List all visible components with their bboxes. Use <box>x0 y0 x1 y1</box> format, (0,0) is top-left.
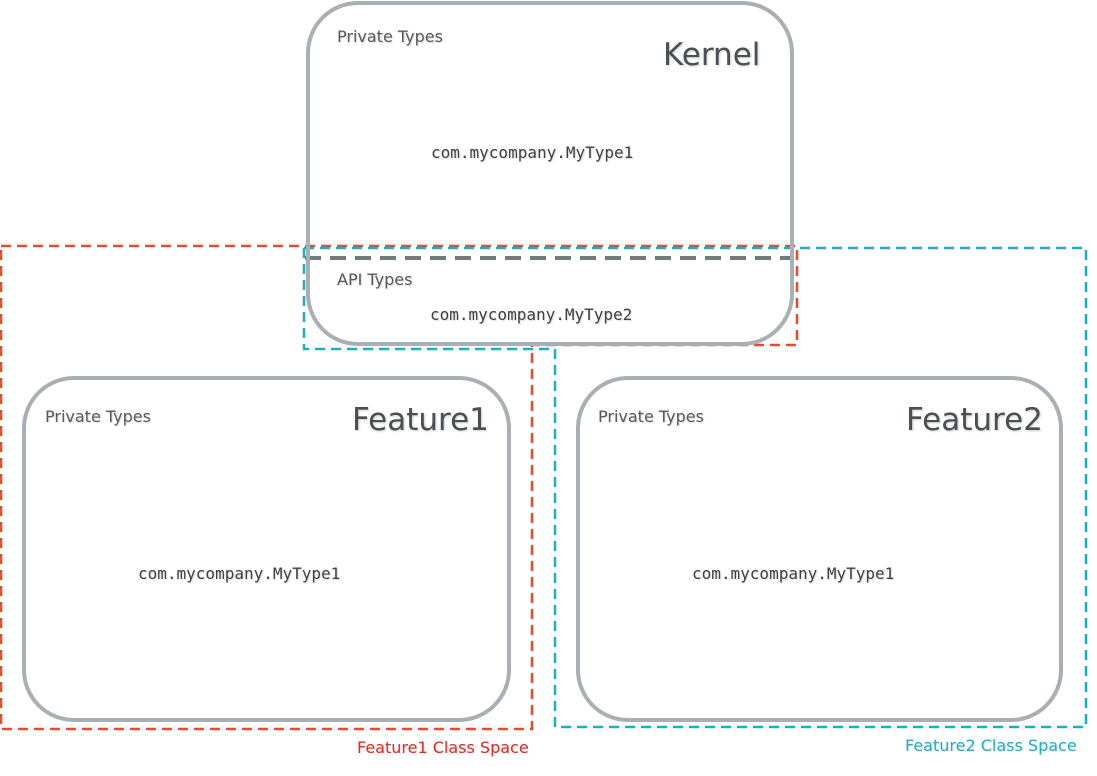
feature2-class-space-label: Feature2 Class Space <box>905 736 1077 755</box>
feature2-private-type: com.mycompany.MyType1 <box>692 564 895 583</box>
feature1-class-space-label: Feature1 Class Space <box>357 738 529 757</box>
feature2-bundle-box <box>576 376 1063 722</box>
feature1-private-types-label: Private Types <box>45 407 151 426</box>
kernel-title: Kernel <box>663 37 761 73</box>
feature2-title: Feature2 <box>906 402 1043 438</box>
kernel-private-types-label: Private Types <box>337 27 443 46</box>
feature2-private-types-label: Private Types <box>598 407 704 426</box>
feature2-class-space-boundary <box>302 246 1088 729</box>
feature1-title: Feature1 <box>352 402 489 438</box>
feature1-private-type: com.mycompany.MyType1 <box>138 564 341 583</box>
kernel-private-type: com.mycompany.MyType1 <box>431 143 634 162</box>
feature1-bundle-box <box>22 376 511 722</box>
kernel-bundle-box <box>306 1 794 346</box>
kernel-api-types-label: API Types <box>337 270 413 289</box>
kernel-api-type: com.mycompany.MyType2 <box>430 305 633 324</box>
